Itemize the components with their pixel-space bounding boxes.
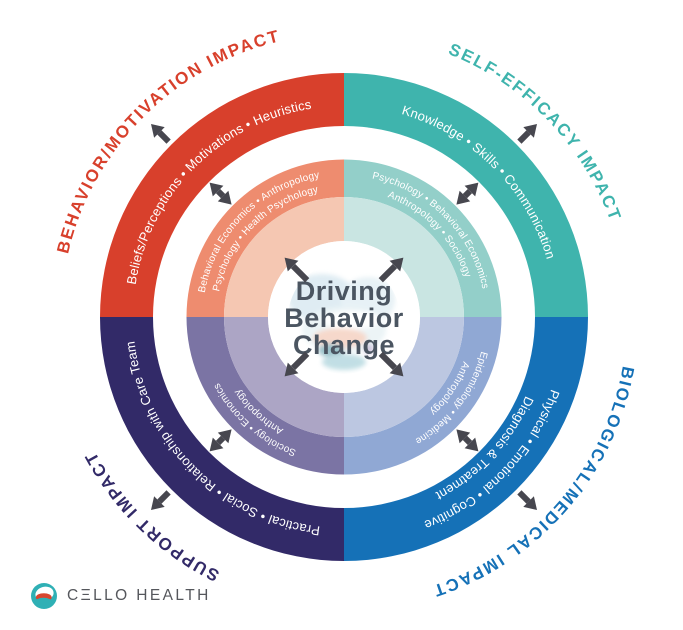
- outer-arrow-ne: [517, 124, 537, 144]
- outer-arrow-sw: [151, 490, 171, 510]
- tr-inner-ring-segment: [344, 197, 464, 317]
- br-middle-ring-segment: [344, 317, 502, 475]
- center-title-line1: Driving: [296, 276, 393, 306]
- gap-double-arrow-nw: [209, 182, 232, 205]
- br-inner-ring-segment: [344, 317, 464, 437]
- bl-outer-ring-segment: [100, 317, 344, 561]
- center-arrow-sw: [284, 351, 310, 377]
- tr-outer-ring-segment: [344, 73, 588, 317]
- outer-arrow-se: [517, 490, 537, 510]
- center-title-line2: Behavior: [284, 303, 404, 333]
- center-arrow-ne: [378, 257, 404, 283]
- bl-inner-ring-segment: [224, 317, 344, 437]
- outer-arrow-nw: [151, 124, 171, 144]
- cello-health-logo: CΞLLO HEALTH: [30, 582, 211, 610]
- gap-double-arrow-se: [456, 429, 479, 452]
- logo-icon-teal-arc: [35, 597, 52, 605]
- tl-inner-ring-segment: [224, 197, 344, 317]
- cello-health-logo-icon: [31, 583, 57, 609]
- gap-double-arrow-ne: [456, 182, 479, 205]
- center-arrow-nw: [284, 257, 310, 283]
- logo-text: CΞLLO HEALTH: [67, 587, 211, 604]
- tl-outer-ring-segment: [100, 73, 344, 317]
- br-outer-ring-segment: [344, 317, 588, 561]
- center-arrow-se: [378, 351, 404, 377]
- tr-middle-ring-segment: [344, 159, 502, 317]
- center-title-line3: Change: [293, 330, 395, 360]
- bl-middle-ring-segment: [186, 317, 344, 475]
- tl-middle-ring-segment: [186, 159, 344, 317]
- center-watermark-image: [288, 274, 395, 370]
- gap-double-arrow-sw: [209, 429, 232, 452]
